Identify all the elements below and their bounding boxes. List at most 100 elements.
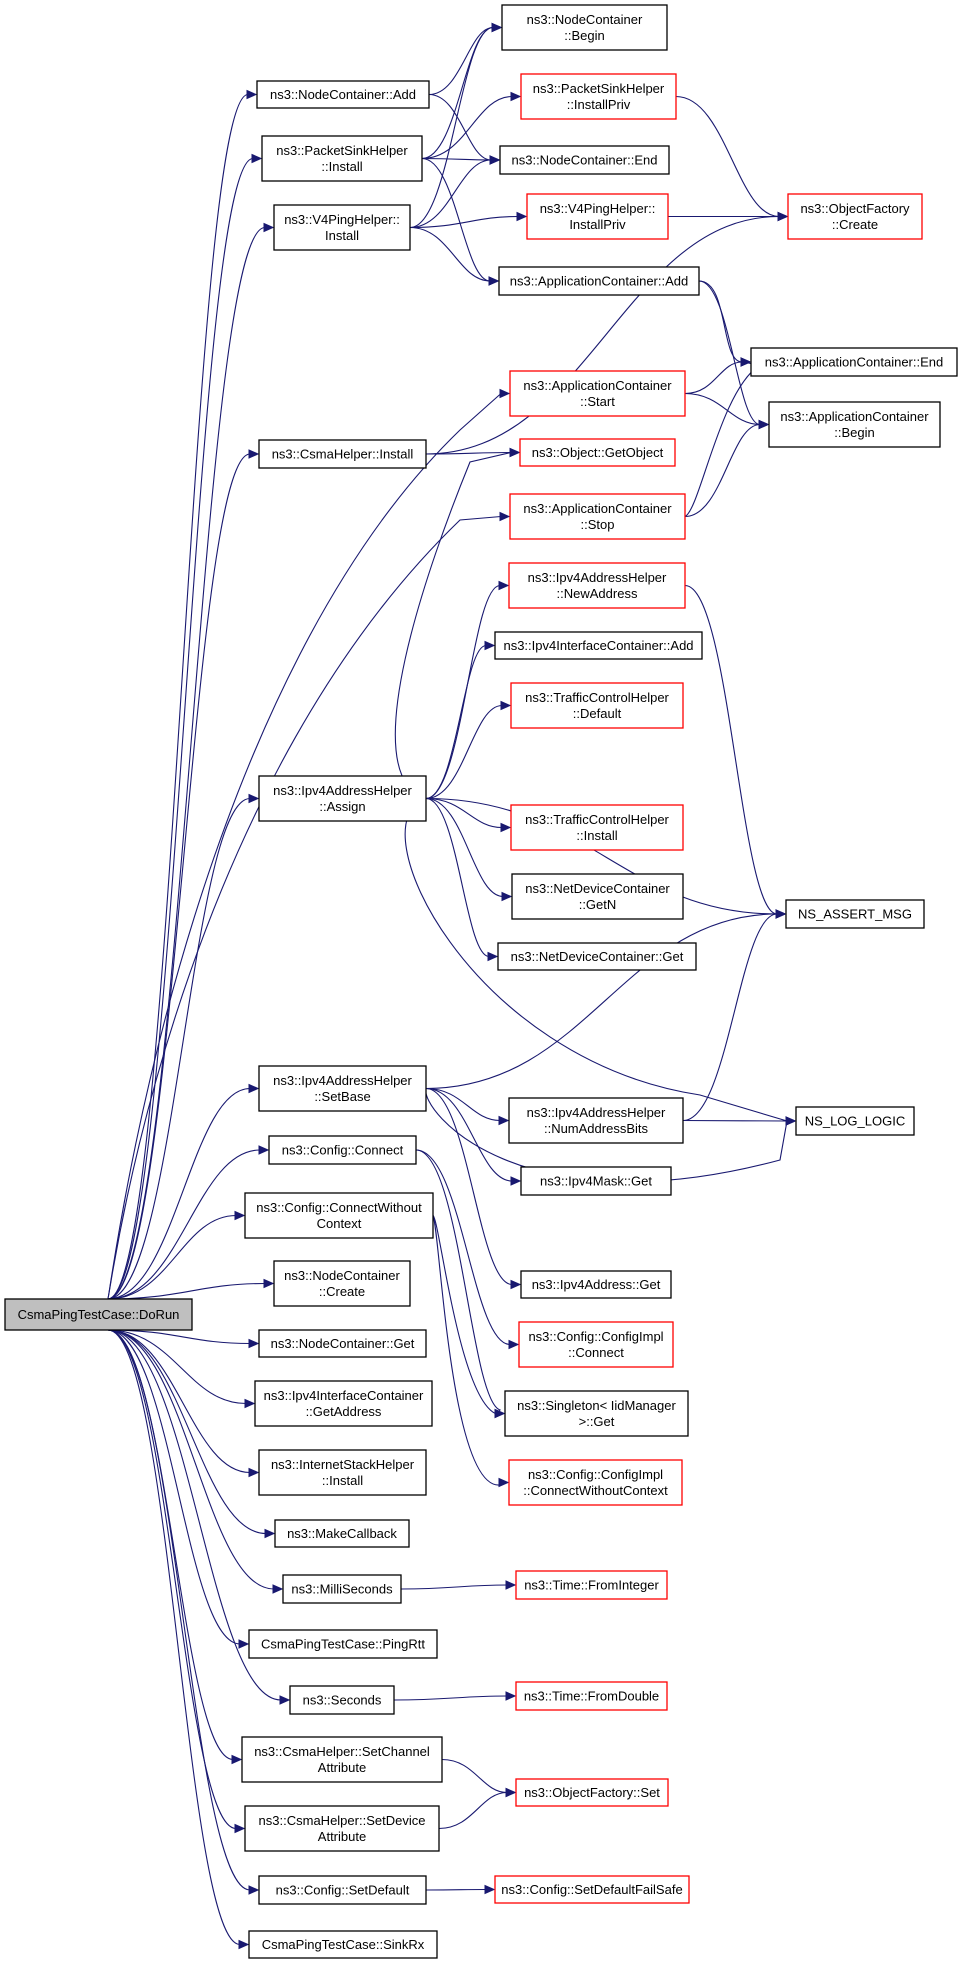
node-box[interactable] <box>256 80 430 109</box>
node-box[interactable] <box>518 1321 674 1368</box>
graph-node-ipv4-assign[interactable]: ns3::Ipv4AddressHelper::Assign <box>258 775 427 822</box>
graph-node-cfgimpl-connect-wc[interactable]: ns3::Config::ConfigImpl::ConnectWithoutC… <box>508 1459 683 1506</box>
graph-node-ns-log-logic[interactable]: NS_LOG_LOGIC <box>795 1106 915 1136</box>
graph-node-appc-end[interactable]: ns3::ApplicationContainer::End <box>750 347 958 377</box>
graph-node-nc-begin[interactable]: ns3::NodeContainer::Begin <box>501 4 668 51</box>
graph-node-nc-add[interactable]: ns3::NodeContainer::Add <box>256 80 430 109</box>
graph-node-cfg-connect-wc[interactable]: ns3::Config::ConnectWithoutContext <box>244 1192 434 1239</box>
graph-node-ping-rtt[interactable]: CsmaPingTestCase::PingRtt <box>248 1629 438 1659</box>
node-box[interactable] <box>508 562 686 609</box>
node-box[interactable] <box>258 1875 427 1905</box>
node-box[interactable] <box>268 1135 417 1165</box>
graph-node-time-fromint[interactable]: ns3::Time::FromInteger <box>515 1570 668 1600</box>
node-box[interactable] <box>520 1270 672 1299</box>
graph-node-ipv4ic-getaddr[interactable]: ns3::Ipv4InterfaceContainer::GetAddress <box>254 1380 433 1427</box>
node-box[interactable] <box>244 1192 434 1239</box>
graph-node-of-create[interactable]: ns3::ObjectFactory::Create <box>787 193 923 240</box>
graph-node-of-set[interactable]: ns3::ObjectFactory::Set <box>515 1778 669 1807</box>
graph-node-make-callback[interactable]: ns3::MakeCallback <box>274 1519 410 1548</box>
node-box[interactable] <box>768 401 941 448</box>
node-box[interactable] <box>504 1390 689 1437</box>
node-box[interactable] <box>515 1681 668 1711</box>
node-box[interactable] <box>289 1685 395 1715</box>
node-box[interactable] <box>519 438 676 467</box>
graph-node-appc-add[interactable]: ns3::ApplicationContainer::Add <box>498 266 700 296</box>
node-box[interactable] <box>244 1805 440 1852</box>
node-box[interactable] <box>258 775 427 822</box>
node-box[interactable] <box>501 4 668 51</box>
graph-node-ipv4ah-newaddr[interactable]: ns3::Ipv4AddressHelper::NewAddress <box>508 562 686 609</box>
node-box[interactable] <box>511 873 684 920</box>
node-box[interactable] <box>248 1930 438 1959</box>
node-box[interactable] <box>795 1106 915 1136</box>
node-box[interactable] <box>508 1459 683 1506</box>
node-box[interactable] <box>4 1298 193 1331</box>
graph-node-appc-stop[interactable]: ns3::ApplicationContainer::Stop <box>509 493 686 540</box>
node-box[interactable] <box>499 145 670 175</box>
graph-node-seconds[interactable]: ns3::Seconds <box>289 1685 395 1715</box>
graph-node-nc-create[interactable]: ns3::NodeContainer::Create <box>273 1260 411 1307</box>
graph-node-ndc-get[interactable]: ns3::NetDeviceContainer::Get <box>497 942 697 971</box>
graph-node-obj-getobject[interactable]: ns3::Object::GetObject <box>519 438 676 467</box>
node-box[interactable] <box>261 135 423 182</box>
node-box[interactable] <box>258 1329 427 1358</box>
graph-node-ipv4ah-numbits[interactable]: ns3::Ipv4AddressHelper::NumAddressBits <box>508 1097 684 1144</box>
node-box[interactable] <box>241 1736 443 1783</box>
graph-node-v4-installpriv[interactable]: ns3::V4PingHelper::InstallPriv <box>526 193 669 240</box>
graph-node-cfgimpl-connect[interactable]: ns3::Config::ConfigImpl::Connect <box>518 1321 674 1368</box>
node-box[interactable] <box>498 266 700 296</box>
graph-node-cfg-setdefault[interactable]: ns3::Config::SetDefault <box>258 1875 427 1905</box>
node-box[interactable] <box>273 204 411 251</box>
node-box[interactable] <box>258 1449 427 1496</box>
graph-node-nc-get[interactable]: ns3::NodeContainer::Get <box>258 1329 427 1358</box>
graph-node-nc-end[interactable]: ns3::NodeContainer::End <box>499 145 670 175</box>
node-box[interactable] <box>494 631 703 660</box>
graph-node-root[interactable]: CsmaPingTestCase::DoRun <box>4 1298 193 1331</box>
graph-node-time-fromdouble[interactable]: ns3::Time::FromDouble <box>515 1681 668 1711</box>
graph-node-ipv4mask-get[interactable]: ns3::Ipv4Mask::Get <box>520 1166 672 1196</box>
graph-node-v4-install[interactable]: ns3::V4PingHelper::Install <box>273 204 411 251</box>
node-box[interactable] <box>509 370 686 417</box>
node-box[interactable] <box>520 1166 672 1196</box>
node-box[interactable] <box>785 899 925 929</box>
graph-node-ipv4-setbase[interactable]: ns3::Ipv4AddressHelper::SetBase <box>258 1065 427 1112</box>
graph-node-appc-start[interactable]: ns3::ApplicationContainer::Start <box>509 370 686 417</box>
graph-node-cfg-connect[interactable]: ns3::Config::Connect <box>268 1135 417 1165</box>
graph-node-psh-install[interactable]: ns3::PacketSinkHelper::Install <box>261 135 423 182</box>
node-box[interactable] <box>282 1574 402 1604</box>
graph-node-psh-installpriv[interactable]: ns3::PacketSinkHelper::InstallPriv <box>520 73 677 120</box>
node-box[interactable] <box>273 1260 411 1307</box>
graph-node-ish-install[interactable]: ns3::InternetStackHelper::Install <box>258 1449 427 1496</box>
graph-node-ns-assert-msg[interactable]: NS_ASSERT_MSG <box>785 899 925 929</box>
node-box[interactable] <box>520 73 677 120</box>
graph-node-appc-begin[interactable]: ns3::ApplicationContainer::Begin <box>768 401 941 448</box>
graph-node-sink-rx[interactable]: CsmaPingTestCase::SinkRx <box>248 1930 438 1959</box>
graph-node-tch-default[interactable]: ns3::TrafficControlHelper::Default <box>510 682 684 729</box>
node-box[interactable] <box>274 1519 410 1548</box>
graph-node-ipv4addr-get[interactable]: ns3::Ipv4Address::Get <box>520 1270 672 1299</box>
graph-node-cfg-setdefault-fs[interactable]: ns3::Config::SetDefaultFailSafe <box>494 1875 690 1904</box>
node-box[interactable] <box>526 193 669 240</box>
node-box[interactable] <box>750 347 958 377</box>
node-box[interactable] <box>494 1875 690 1904</box>
node-box[interactable] <box>510 804 684 851</box>
node-box[interactable] <box>258 1065 427 1112</box>
node-box[interactable] <box>515 1778 669 1807</box>
graph-node-milliseconds[interactable]: ns3::MilliSeconds <box>282 1574 402 1604</box>
graph-node-tch-install[interactable]: ns3::TrafficControlHelper::Install <box>510 804 684 851</box>
node-box[interactable] <box>787 193 923 240</box>
node-box[interactable] <box>510 682 684 729</box>
graph-node-singleton-get[interactable]: ns3::Singleton< IidManager >::Get <box>504 1390 689 1437</box>
node-box[interactable] <box>497 942 697 971</box>
graph-node-ndc-getn[interactable]: ns3::NetDeviceContainer::GetN <box>511 873 684 920</box>
node-box[interactable] <box>248 1629 438 1659</box>
graph-node-csma-install[interactable]: ns3::CsmaHelper::Install <box>258 439 427 469</box>
node-box[interactable] <box>258 439 427 469</box>
node-box[interactable] <box>509 493 686 540</box>
node-box[interactable] <box>508 1097 684 1144</box>
graph-node-ipv4ic-add[interactable]: ns3::Ipv4InterfaceContainer::Add <box>494 631 703 660</box>
node-box[interactable] <box>515 1570 668 1600</box>
node-box[interactable] <box>254 1380 433 1427</box>
